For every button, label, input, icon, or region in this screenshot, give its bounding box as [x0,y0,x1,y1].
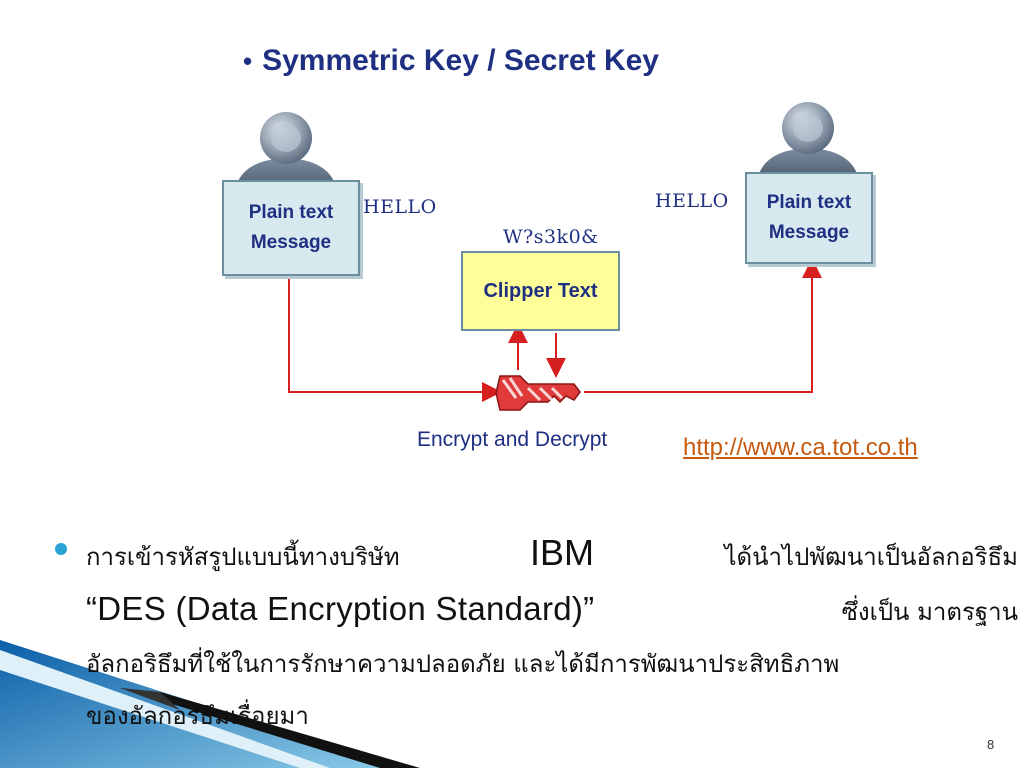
slide-corner-decoration [0,640,420,768]
body-paragraph: การเข้ารหัสรูปแบบนี้ทางบริษัท IBM ได้นำไ… [86,527,1018,742]
sender-plaintext-box: Plain text Message [222,180,360,276]
sender-box-line1: Plain text [248,202,334,223]
body-line1-part2: ได้นำไปพัฒนาเป็นอัลกอริธึม [724,543,1018,571]
body-line-3: อัลกอริธึมที่ใช้ในการรักษาความปลอดภัย แล… [86,638,1018,690]
diagram-title: • Symmetric Key / Secret Key [243,44,659,78]
body-bullet [55,543,67,555]
body-line3-text: อัลกอริธึมที่ใช้ในการรักษาความปลอดภัย แล… [86,650,840,678]
body-line4-text: ของอัลกอริธึมเรื่อยมา [86,702,309,730]
ciphertext-box: Clipper Text [461,251,620,331]
receiver-plaintext-box: Plain text Message [745,172,873,264]
key-icon [495,375,581,411]
body-line2-des: “DES (Data Encryption Standard)” [86,590,595,627]
ciphertext-word: W?s3k0& [503,226,599,248]
body-line-2: “DES (Data Encryption Standard)” ซึ่งเป็… [86,583,1018,638]
body-line-1: การเข้ารหัสรูปแบบนี้ทางบริษัท IBM ได้นำไ… [86,527,1018,583]
body-line1-ibm: IBM [530,532,595,573]
page-number: 8 [987,737,995,752]
receiver-box-line1: Plain text [766,192,852,213]
sender-plaintext-word: HELLO [363,196,437,218]
receiver-plaintext-word: HELLO [655,190,729,212]
encrypt-decrypt-caption: Encrypt and Decrypt [417,428,608,451]
title-text: Symmetric Key / Secret Key [262,44,659,77]
body-line2-part2: ซึ่งเป็น มาตรฐาน [841,598,1018,626]
receiver-box-line2: Message [768,222,850,243]
key-to-receiver-arrow [584,258,822,393]
source-link[interactable]: http://www.ca.tot.co.th [683,434,918,461]
ciphertext-box-label: Clipper Text [483,279,598,302]
sender-box-line2: Message [250,232,332,253]
title-bullet: • [243,46,253,76]
body-line1-part1: การเข้ารหัสรูปแบบนี้ทางบริษัท [86,543,400,571]
sender-to-key-arrow [288,275,502,402]
body-line-4: ของอัลกอริธึมเรื่อยมา [86,690,1018,742]
flow-arrows [288,258,822,411]
